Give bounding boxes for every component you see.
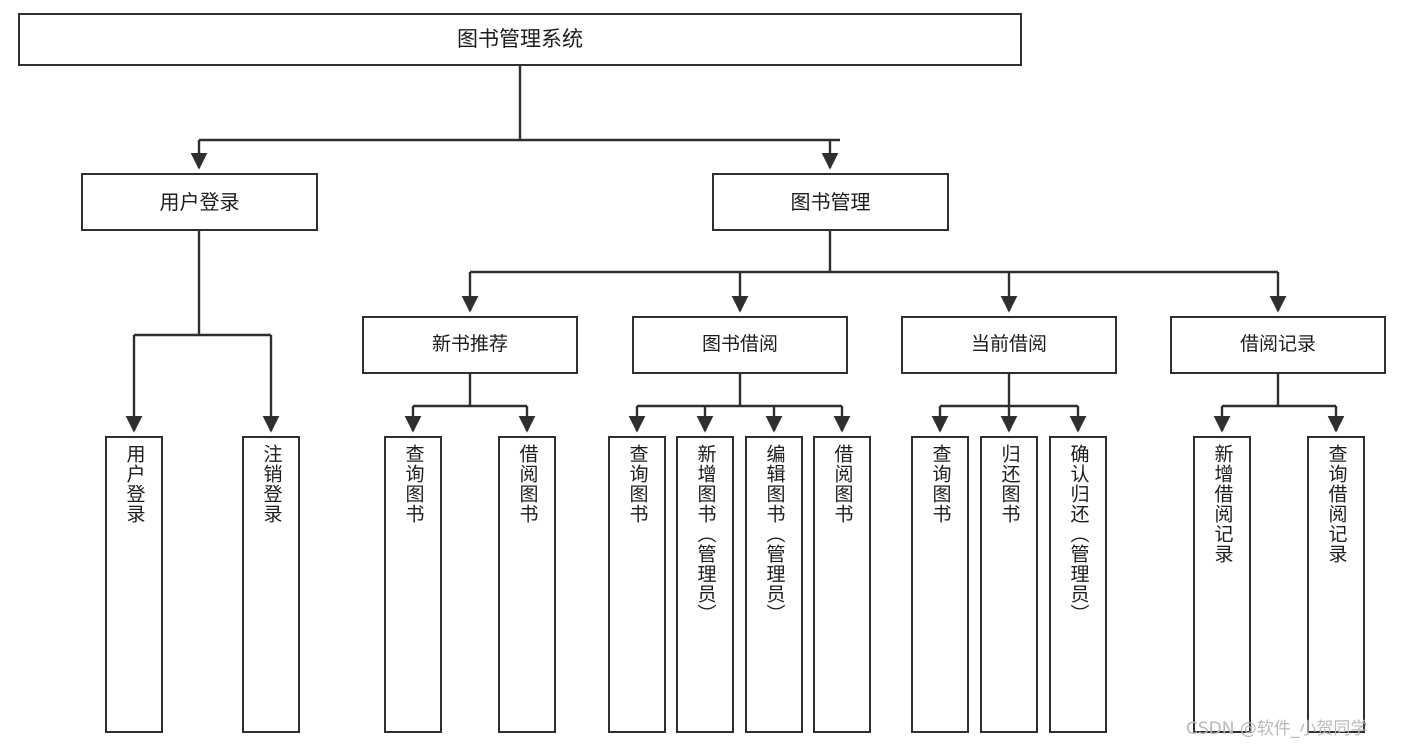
leaf-borrow-record-0[interactable]: 新增借阅记录 [1193,436,1251,733]
node-book-borrow-label: 图书借阅 [701,333,778,356]
node-user-login-label: 用户登录 [159,189,240,214]
leaf-current-borrow-0-label: 查询图书 [929,444,952,524]
watermark: CSDN @软件_小贺同学 [1186,719,1368,739]
leaf-book-borrow-0-label: 查询图书 [626,444,649,524]
node-current-borrow[interactable]: 当前借阅 [901,316,1117,374]
leaf-current-borrow-1-label: 归还图书 [998,444,1021,524]
leaf-borrow-record-1-label: 查询借阅记录 [1325,444,1348,564]
node-root[interactable]: 图书管理系统 [18,13,1022,66]
node-new-book-recommend-label: 新书推荐 [431,333,508,356]
leaf-user-login-0[interactable]: 用户登录 [105,436,163,733]
leaf-borrow-record-0-label: 新增借阅记录 [1211,444,1234,564]
leaf-book-borrow-2[interactable]: 编辑图书（管理员） [745,436,803,733]
node-borrow-record-label: 借阅记录 [1239,333,1316,356]
leaf-book-borrow-0[interactable]: 查询图书 [608,436,666,733]
leaf-book-borrow-3-label: 借阅图书 [831,444,854,524]
leaf-current-borrow-1[interactable]: 归还图书 [980,436,1038,733]
leaf-book-borrow-2-label: 编辑图书（管理员） [763,444,786,624]
leaf-new-book-recommend-1[interactable]: 借阅图书 [498,436,556,733]
leaf-user-login-0-label: 用户登录 [123,444,146,524]
leaf-new-book-recommend-1-label: 借阅图书 [516,444,539,524]
node-new-book-recommend[interactable]: 新书推荐 [362,316,578,374]
leaf-book-borrow-1-label: 新增图书（管理员） [694,444,717,624]
leaf-book-borrow-1[interactable]: 新增图书（管理员） [676,436,734,733]
node-user-login[interactable]: 用户登录 [81,173,318,231]
leaf-new-book-recommend-0[interactable]: 查询图书 [384,436,442,733]
node-book-manage-label: 图书管理 [790,189,871,214]
leaf-user-login-1-label: 注销登录 [260,444,283,524]
leaf-borrow-record-1[interactable]: 查询借阅记录 [1307,436,1365,733]
node-root-label: 图书管理系统 [457,27,583,52]
node-book-borrow[interactable]: 图书借阅 [632,316,848,374]
leaf-current-borrow-0[interactable]: 查询图书 [911,436,969,733]
node-current-borrow-label: 当前借阅 [970,333,1047,356]
node-borrow-record[interactable]: 借阅记录 [1170,316,1386,374]
leaf-user-login-1[interactable]: 注销登录 [242,436,300,733]
node-book-manage[interactable]: 图书管理 [712,173,949,231]
leaf-new-book-recommend-0-label: 查询图书 [402,444,425,524]
leaf-current-borrow-2[interactable]: 确认归还（管理员） [1049,436,1107,733]
leaf-current-borrow-2-label: 确认归还（管理员） [1067,444,1090,624]
leaf-book-borrow-3[interactable]: 借阅图书 [813,436,871,733]
